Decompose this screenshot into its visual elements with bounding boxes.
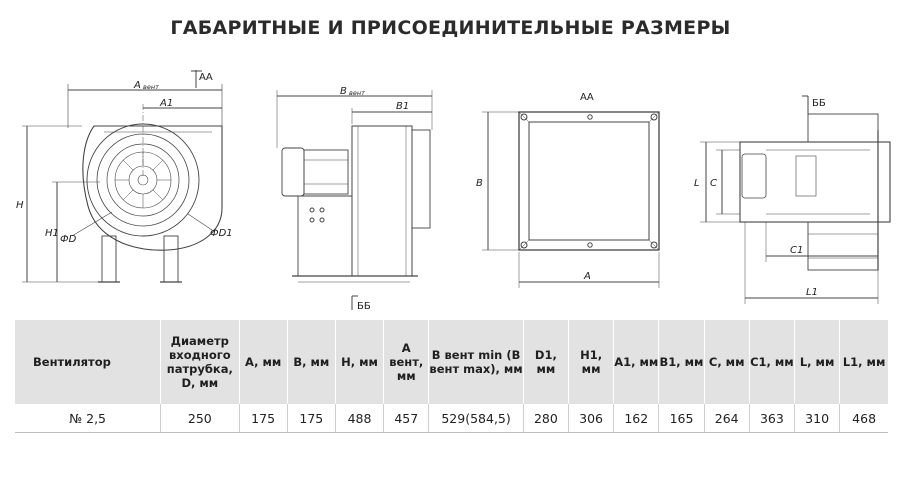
view-aa-title: АА bbox=[580, 92, 594, 103]
view-bb-labels: ББ L C C1 L1 bbox=[694, 98, 826, 298]
dim-b-label: B bbox=[476, 178, 483, 189]
table-cell: 165 bbox=[658, 404, 705, 433]
col-header-a1: A1, мм bbox=[613, 320, 660, 404]
dim-phi-d-label: ФD bbox=[60, 234, 77, 245]
col-header-d1: D1, мм bbox=[523, 320, 569, 404]
table-header-row: Вентилятор Диаметр входного патрубка, D,… bbox=[15, 320, 888, 404]
col-header-a: A, мм bbox=[239, 320, 288, 404]
col-header-c: C, мм bbox=[704, 320, 750, 404]
dim-b-vent-sub: вент bbox=[349, 89, 365, 97]
page-title: ГАБАРИТНЫЕ И ПРИСОЕДИНИТЕЛЬНЫЕ РАЗМЕРЫ bbox=[170, 17, 731, 39]
dim-a-vent-label: A bbox=[133, 80, 141, 91]
dim-c1-label: C1 bbox=[790, 245, 803, 256]
table-cell: 468 bbox=[839, 404, 888, 433]
dim-b-vent-label: B bbox=[340, 86, 347, 97]
dim-h1-label: H1 bbox=[45, 228, 59, 239]
dim-l1-label: L1 bbox=[806, 287, 818, 298]
table-cell: 488 bbox=[335, 404, 385, 433]
dim-b1-label: B1 bbox=[396, 101, 409, 112]
technical-drawings: A вент АА A1 H H1 ФD ФD1 B вент B1 ББ АА… bbox=[16, 70, 891, 312]
table-cell: 175 bbox=[287, 404, 336, 433]
flange-aa-drawing bbox=[482, 111, 660, 288]
dim-a-label: A bbox=[583, 271, 591, 282]
col-header-a-vent: A вент, мм bbox=[383, 320, 430, 404]
front-view-drawing bbox=[22, 70, 223, 283]
col-header-h1: H1, мм bbox=[568, 320, 615, 404]
table-cell: 175 bbox=[239, 404, 288, 433]
table-cell: 310 bbox=[794, 404, 841, 433]
dimensions-table: Вентилятор Диаметр входного патрубка, D,… bbox=[15, 320, 888, 433]
front-view-labels: A вент АА A1 H H1 ФD ФD1 bbox=[16, 72, 233, 245]
side-view-labels: B вент B1 ББ bbox=[340, 86, 409, 312]
col-header-b-vent: B вент min (B вент max), мм bbox=[428, 320, 524, 404]
col-header-c1: C1, мм bbox=[749, 320, 796, 404]
dim-l-label: L bbox=[694, 178, 700, 189]
dim-a-vent-sub: вент bbox=[143, 83, 159, 91]
table-cell: 457 bbox=[383, 404, 430, 433]
col-header-h: H, мм bbox=[335, 320, 385, 404]
table-cell: 306 bbox=[568, 404, 615, 433]
table-cell: 363 bbox=[749, 404, 796, 433]
table-cell: 529(584,5) bbox=[428, 404, 524, 433]
dim-c-label: C bbox=[710, 178, 717, 189]
table-cell: 162 bbox=[613, 404, 660, 433]
view-bb-drawing bbox=[700, 95, 891, 304]
col-header-b: B, мм bbox=[287, 320, 336, 404]
dim-phi-d1-label: ФD1 bbox=[210, 228, 233, 239]
table-row: № 2,5 250 175 175 488 457 529(584,5) 280… bbox=[15, 404, 888, 433]
aa-arrow-label: АА bbox=[199, 72, 213, 83]
table-cell: № 2,5 bbox=[15, 404, 162, 433]
dim-a1-label: A1 bbox=[159, 98, 173, 109]
col-header-inlet-diameter: Диаметр входного патрубка, D, мм bbox=[160, 320, 240, 404]
table-cell: 280 bbox=[523, 404, 569, 433]
table-cell: 264 bbox=[704, 404, 750, 433]
dim-h-label: H bbox=[16, 200, 24, 211]
bb-arrow-label: ББ bbox=[357, 301, 371, 312]
col-header-l1: L1, мм bbox=[839, 320, 888, 404]
col-header-l: L, мм bbox=[794, 320, 841, 404]
table-cell: 250 bbox=[160, 404, 240, 433]
col-header-b1: B1, мм bbox=[658, 320, 705, 404]
col-header-fan: Вентилятор bbox=[15, 320, 162, 404]
side-view-drawing bbox=[276, 90, 433, 310]
view-bb-title: ББ bbox=[812, 98, 826, 109]
flange-aa-labels: АА B A bbox=[476, 92, 594, 282]
